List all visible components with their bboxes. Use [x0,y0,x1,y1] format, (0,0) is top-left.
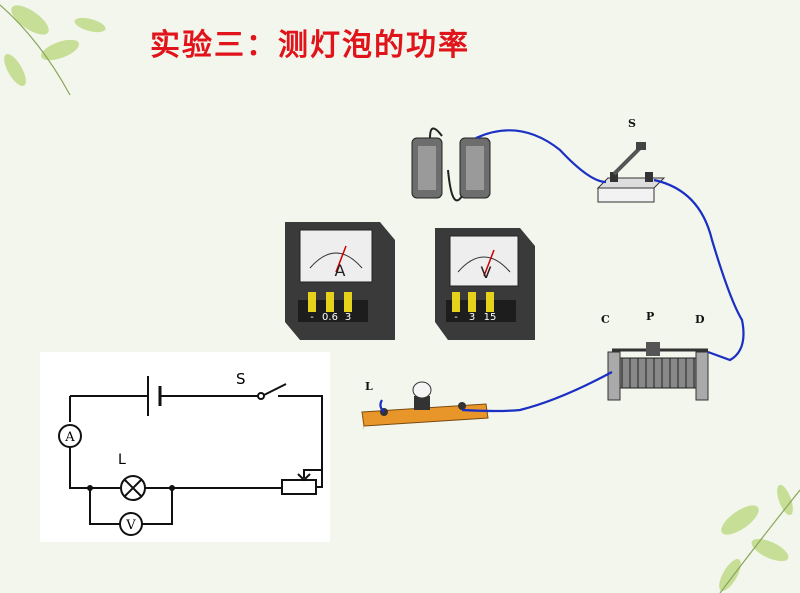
voltmeter-terminal-3: 3 [469,312,475,323]
voltmeter-terminal-15: 15 [484,312,497,323]
voltmeter [435,228,535,340]
voltmeter-letter: V [125,518,136,533]
rheostat-label-p: P [646,310,655,323]
ammeter-face-letter: A [335,261,346,280]
schematic-lamp-label: L [118,452,126,468]
ammeter-terminal-3: 3 [345,312,351,323]
rheostat-label-c: C [601,313,610,326]
switch-pivot [257,392,265,400]
junction-right [169,485,175,491]
rheostat-label-d: D [695,313,705,326]
knife-switch [596,142,666,203]
rheostat [607,342,709,401]
ammeter-terminal-neg: - [310,312,314,323]
voltmeter-terminal-neg: - [454,312,458,323]
ammeter-letter: A [64,430,75,445]
lamp-board [361,381,489,430]
battery-pair [411,127,491,202]
ammeter-terminal-06: 0.6 [322,312,338,323]
ammeter [285,222,395,340]
apparatus-lamp-label: L [365,380,373,393]
switch-blade [263,383,287,396]
voltmeter-face-letter: V [481,263,492,282]
slide-title: 实验三：测灯泡的功率 [150,28,470,63]
connecting-wires [379,129,745,413]
apparatus-switch-label: S [628,117,636,130]
schematic-drawing: A V S L [58,370,323,536]
circuit-schematic: A V S L [40,352,330,542]
junction-left [87,485,93,491]
schematic-switch-label: S [236,370,246,388]
